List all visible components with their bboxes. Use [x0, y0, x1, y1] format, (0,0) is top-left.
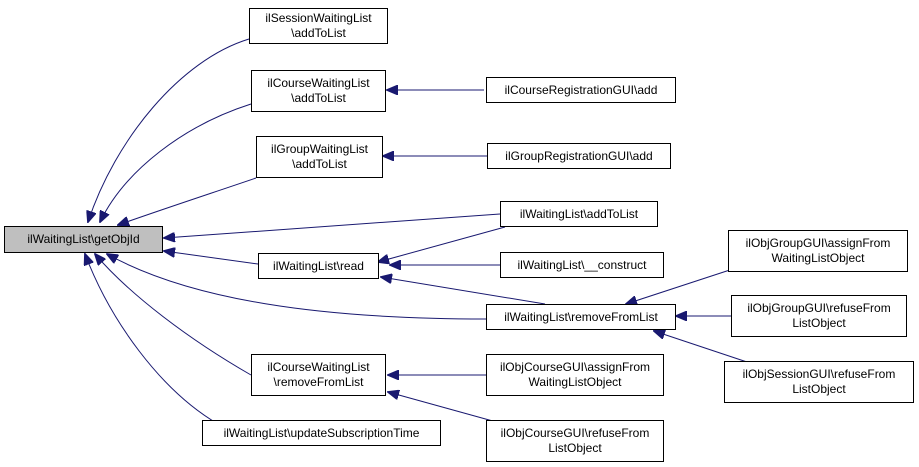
node-label: ilWaitingList\read: [273, 258, 364, 273]
node-waitinglist-construct[interactable]: ilWaitingList\__construct: [500, 252, 664, 278]
edge-crs-refuse-to-course-remove: [388, 392, 501, 424]
node-group-waitinglist-addtolist[interactable]: ilGroupWaitingList \addToList: [256, 136, 383, 178]
node-label: ilWaitingList\__construct: [517, 257, 647, 272]
node-label: \addToList: [292, 157, 347, 171]
edge-course-remove-to-root: [95, 254, 252, 376]
edge-group-add-to-root: [118, 177, 257, 225]
node-waitinglist-addtolist[interactable]: ilWaitingList\addToList: [500, 201, 658, 227]
node-label: ilWaitingList\getObjId: [27, 232, 140, 246]
edge-wl-remove-to-root: [107, 254, 487, 320]
node-label: ilObjCourseGUI\assignFrom: [499, 360, 651, 374]
node-label: ilGroupWaitingList: [271, 142, 368, 156]
node-label: ilSessionWaitingList: [265, 11, 372, 25]
node-label: WaitingListObject: [528, 375, 622, 389]
node-course-waitinglist-addtolist[interactable]: ilCourseWaitingList \addToList: [251, 70, 386, 112]
edge-grp-assign-to-wl-remove: [626, 265, 743, 304]
node-label: ListObject: [792, 382, 846, 396]
node-label: \removeFromList: [273, 375, 364, 389]
node-label: ListObject: [548, 441, 602, 455]
node-objgroupgui-assignfrom[interactable]: ilObjGroupGUI\assignFrom WaitingListObje…: [728, 230, 908, 272]
node-label: ilObjSessionGUI\refuseFrom: [742, 367, 896, 381]
node-waitinglist-read[interactable]: ilWaitingList\read: [258, 253, 379, 279]
node-label: ilObjGroupGUI\assignFrom: [745, 236, 891, 250]
node-label: \addToList: [291, 26, 346, 40]
edge-wl-remove-to-wl-read: [381, 277, 546, 305]
node-objgroupgui-refusefrom[interactable]: ilObjGroupGUI\refuseFrom ListObject: [731, 295, 907, 337]
node-label: ilWaitingList\addToList: [519, 206, 639, 221]
edge-session-add-to-root: [88, 38, 250, 222]
node-label: ilGroupRegistrationGUI\add: [505, 148, 653, 163]
node-label: \addToList: [291, 91, 346, 105]
node-objsessiongui-refusefrom[interactable]: ilObjSessionGUI\refuseFrom ListObject: [724, 361, 914, 403]
node-objcoursegui-refusefrom[interactable]: ilObjCourseGUI\refuseFrom ListObject: [486, 420, 664, 462]
node-objcoursegui-assignfrom[interactable]: ilObjCourseGUI\assignFrom WaitingListObj…: [486, 354, 664, 396]
edge-wl-addtolist-to-wl-read: [378, 226, 506, 262]
node-label: ilWaitingList\updateSubscriptionTime: [223, 425, 420, 440]
node-course-registrationgui-add[interactable]: ilCourseRegistrationGUI\add: [486, 77, 676, 103]
node-label: ilCourseWaitingList: [267, 360, 370, 374]
node-course-waitinglist-removefromlist[interactable]: ilCourseWaitingList \removeFromList: [251, 354, 386, 396]
node-waitinglist-removefromlist[interactable]: ilWaitingList\removeFromList: [486, 304, 676, 330]
node-session-waitinglist-addtolist[interactable]: ilSessionWaitingList \addToList: [249, 8, 388, 44]
node-label: ilObjGroupGUI\refuseFrom: [747, 301, 891, 315]
node-label: WaitingListObject: [771, 251, 865, 265]
node-label: ilObjCourseGUI\refuseFrom: [500, 426, 650, 440]
edge-wl-addtolist-to-root: [164, 213, 501, 238]
node-waitinglist-updatesubscriptiontime[interactable]: ilWaitingList\updateSubscriptionTime: [202, 420, 441, 446]
node-label: ilCourseWaitingList: [267, 76, 370, 90]
edge-course-add-to-root: [100, 103, 252, 222]
node-root-getobjid: ilWaitingList\getObjId: [4, 226, 163, 253]
node-group-registrationgui-add[interactable]: ilGroupRegistrationGUI\add: [487, 143, 671, 169]
node-label: ilCourseRegistrationGUI\add: [504, 82, 658, 97]
edge-wl-read-to-root: [164, 251, 259, 265]
node-label: ListObject: [792, 316, 846, 330]
node-label: ilWaitingList\removeFromList: [504, 309, 658, 324]
edge-update-sub-to-root: [85, 254, 219, 425]
edge-ses-refuse-to-wl-remove: [654, 331, 751, 364]
